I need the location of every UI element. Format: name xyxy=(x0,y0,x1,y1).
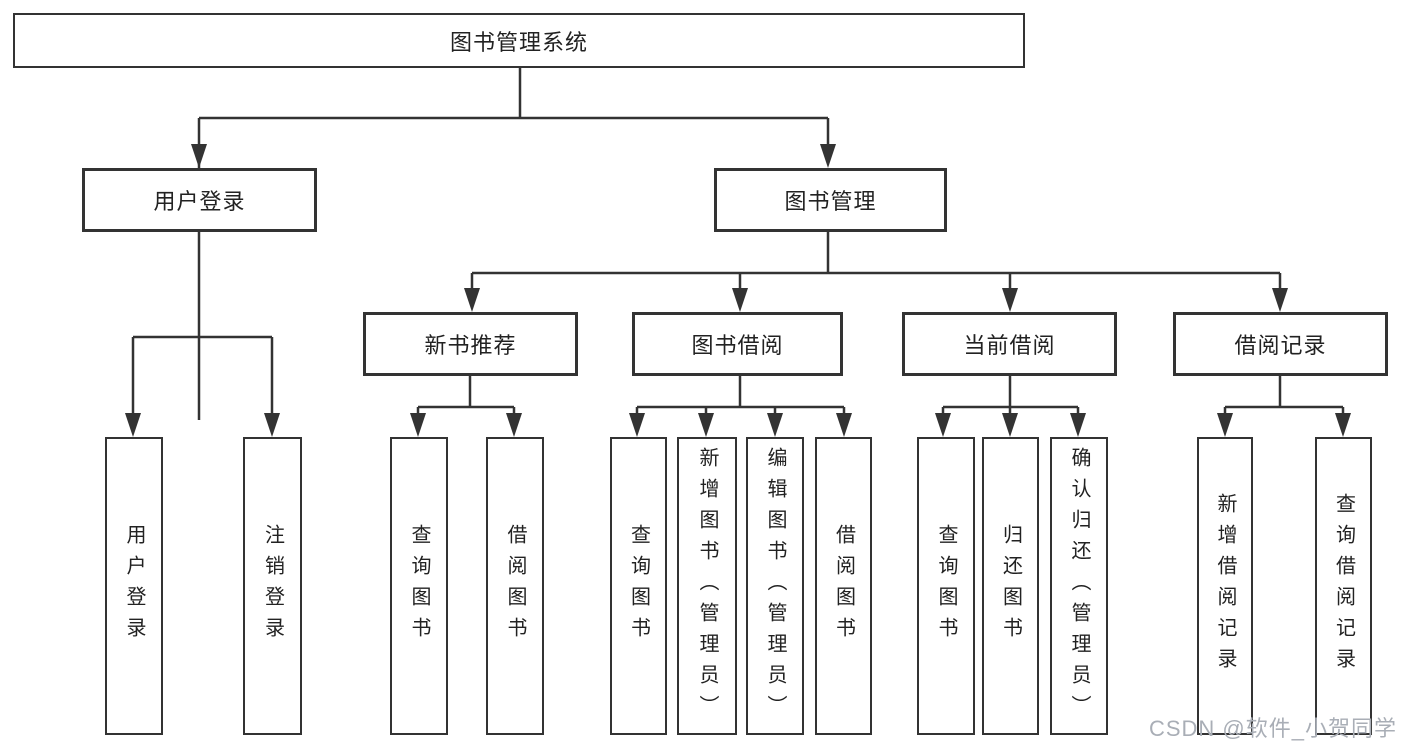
connector-arrowheads xyxy=(125,144,1351,437)
arrowhead xyxy=(191,144,207,168)
arrowhead xyxy=(464,288,480,312)
leaf-borrow-books-recommend: 借阅图书 xyxy=(486,437,544,735)
arrowhead xyxy=(410,413,426,437)
arrowhead xyxy=(506,413,522,437)
arrowhead xyxy=(1070,413,1086,437)
watermark: CSDN @软件_小贺同学 xyxy=(1148,716,1397,741)
leaf-logout: 注销登录 xyxy=(243,437,302,735)
node-new-book-recommendation: 新书推荐 xyxy=(363,312,578,376)
arrowhead xyxy=(820,144,836,168)
node-book-management: 图书管理 xyxy=(714,168,947,232)
leaf-add-borrow-record: 新增借阅记录 xyxy=(1197,437,1253,735)
arrowhead xyxy=(1335,413,1351,437)
arrowhead xyxy=(1002,288,1018,312)
arrowhead xyxy=(629,413,645,437)
arrowhead xyxy=(125,413,141,437)
leaf-confirm-return-admin: 确认归还（管理员） xyxy=(1050,437,1108,735)
arrowhead xyxy=(698,413,714,437)
arrowhead xyxy=(1217,413,1233,437)
arrowhead xyxy=(264,413,280,437)
leaf-add-book-admin: 新增图书（管理员） xyxy=(677,437,737,735)
node-book-borrowing: 图书借阅 xyxy=(632,312,843,376)
leaf-return-book: 归还图书 xyxy=(982,437,1039,735)
node-user-login: 用户登录 xyxy=(82,168,317,232)
arrowhead xyxy=(836,413,852,437)
leaf-query-books-recommend: 查询图书 xyxy=(390,437,448,735)
leaf-edit-book-admin: 编辑图书（管理员） xyxy=(746,437,804,735)
node-book-management-system: 图书管理系统 xyxy=(13,13,1025,68)
arrowhead xyxy=(1002,413,1018,437)
node-borrowing-records: 借阅记录 xyxy=(1173,312,1388,376)
node-current-borrowing: 当前借阅 xyxy=(902,312,1117,376)
arrowhead xyxy=(1272,288,1288,312)
arrowhead xyxy=(767,413,783,437)
leaf-query-books-borrowing: 查询图书 xyxy=(610,437,667,735)
arrowhead xyxy=(732,288,748,312)
leaf-user-login: 用户登录 xyxy=(105,437,163,735)
leaf-borrow-books-borrowing: 借阅图书 xyxy=(815,437,872,735)
leaf-query-books-current: 查询图书 xyxy=(917,437,975,735)
leaf-query-borrow-record: 查询借阅记录 xyxy=(1315,437,1372,735)
arrowhead xyxy=(935,413,951,437)
